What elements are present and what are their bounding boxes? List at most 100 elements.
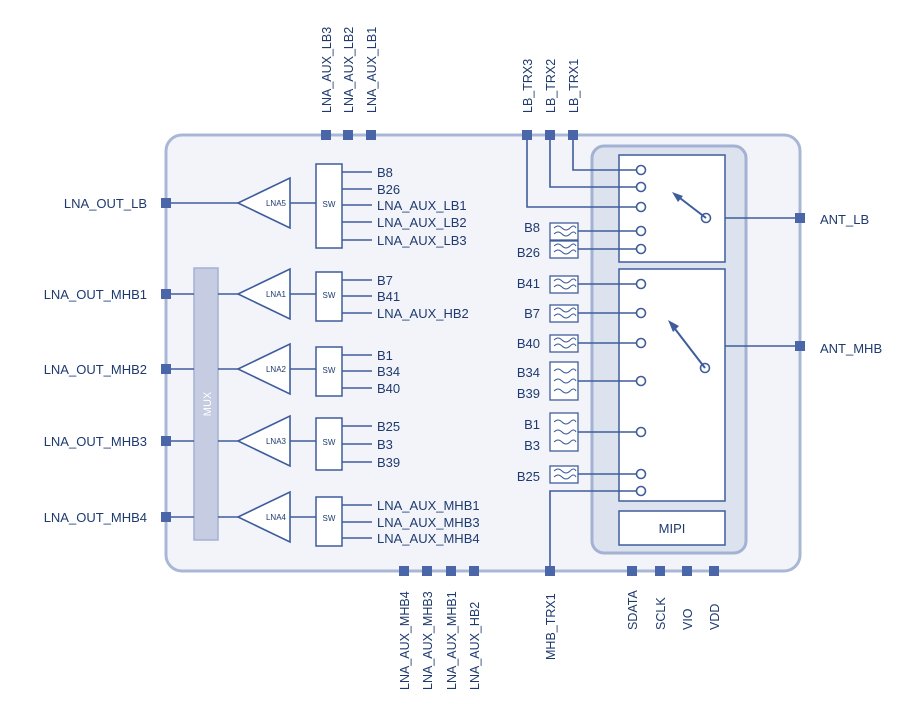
- filter-wave: [553, 368, 577, 374]
- band-label: B1: [377, 348, 393, 363]
- mux-label: MUX: [202, 391, 214, 416]
- filter-wave: [553, 278, 577, 284]
- band-label: LNA_AUX_MHB1: [377, 498, 480, 513]
- lna-label: LNA3: [266, 437, 287, 446]
- bottom-pin: [446, 566, 456, 576]
- top-pin: [321, 130, 331, 140]
- switch-node: [635, 485, 647, 497]
- switch-node: [635, 225, 647, 237]
- top-pin: [366, 130, 376, 140]
- filter-label: B41: [517, 276, 540, 291]
- lna-label: LNA1: [266, 290, 287, 299]
- left-pin: [161, 289, 171, 299]
- switch-node: [635, 181, 647, 193]
- band-label: B40: [377, 381, 400, 396]
- filter-wave: [553, 439, 577, 445]
- left-pin-label: LNA_OUT_MHB1: [44, 287, 147, 302]
- switch-node: [635, 468, 647, 480]
- filter-wave: [553, 307, 577, 313]
- right-pin-label: ANT_MHB: [820, 341, 882, 356]
- filter-wave: [553, 474, 577, 480]
- right-pin-label: ANT_LB: [820, 212, 869, 227]
- band-label: LNA_AUX_LB2: [377, 215, 467, 230]
- left-pin: [161, 198, 171, 208]
- switch-arm-head: [672, 192, 683, 202]
- band-label: B25: [377, 419, 400, 434]
- bottom-pin: [682, 566, 692, 576]
- top-pin-label: LB_TRX3: [521, 59, 535, 113]
- left-pin-label: LNA_OUT_MHB3: [44, 434, 147, 449]
- lna-label: LNA2: [266, 365, 287, 374]
- switch-node: [635, 337, 647, 349]
- bottom-pin-label: VDD: [708, 604, 722, 630]
- bottom-pin-label: LNA_AUX_HB2: [468, 602, 482, 690]
- switch-node: [635, 201, 647, 213]
- band-label: LNA_AUX_LB1: [377, 198, 467, 213]
- filter-label: B25: [517, 469, 540, 484]
- filter-wave: [553, 388, 577, 394]
- top-pin-label: LB_TRX2: [544, 59, 558, 113]
- sw-box: [315, 346, 343, 397]
- filter-label: B26: [517, 245, 540, 260]
- left-pin: [161, 512, 171, 522]
- switch-node: [635, 243, 647, 255]
- bottom-pin: [627, 566, 637, 576]
- filter-label: B40: [517, 336, 540, 351]
- filter-wave: [553, 284, 577, 290]
- left-pin: [161, 436, 171, 446]
- filter-wave: [553, 378, 577, 384]
- switch-node: [635, 375, 647, 387]
- top-pin-label: LNA_AUX_LB2: [342, 27, 356, 113]
- right-pin: [795, 341, 805, 351]
- filter-wave: [553, 419, 577, 425]
- bottom-pin-label: VIO: [681, 608, 695, 630]
- band-label: LNA_AUX_MHB4: [377, 531, 480, 546]
- mipi-box: [618, 510, 726, 546]
- switch-node: [635, 426, 647, 438]
- switch-node: [635, 164, 647, 176]
- filter-label: B1: [524, 417, 540, 432]
- filter-wave: [553, 231, 577, 237]
- filter-label: B7: [524, 306, 540, 321]
- sw-label: SW: [323, 200, 336, 209]
- band-label: B39: [377, 455, 400, 470]
- sw-box: [315, 496, 343, 547]
- sw-label: SW: [323, 514, 336, 523]
- band-label: LNA_AUX_LB3: [377, 233, 467, 248]
- mux-block: [193, 267, 219, 541]
- bottom-pin-label: SDATA: [626, 590, 640, 630]
- bottom-pin: [655, 566, 665, 576]
- filter-wave: [553, 468, 577, 474]
- top-pin-label: LB_TRX1: [567, 59, 581, 113]
- wire-lb-trx1: [572, 140, 637, 171]
- bottom-pin-label: MHB_TRX1: [544, 593, 558, 660]
- wire-lb-trx3: [526, 140, 637, 208]
- switch-node: [635, 307, 647, 319]
- band-label: B41: [377, 289, 400, 304]
- filter-label: B8: [524, 220, 540, 235]
- mhb-switch-box: [618, 268, 726, 502]
- sw-box: [315, 271, 343, 322]
- filter-wave: [553, 243, 577, 249]
- right-pin: [795, 213, 805, 223]
- band-label: B8: [377, 165, 393, 180]
- filter-wave: [553, 313, 577, 319]
- sw-label: SW: [323, 366, 336, 375]
- band-label: B3: [377, 437, 393, 452]
- bottom-pin-label: LNA_AUX_MHB4: [398, 591, 412, 690]
- band-label: B34: [377, 364, 400, 379]
- left-pin-label: LNA_OUT_LB: [64, 196, 147, 211]
- filter-label: B39: [517, 386, 540, 401]
- band-label: B26: [377, 182, 400, 197]
- filter-wave: [553, 429, 577, 435]
- top-pin-label: LNA_AUX_LB3: [320, 27, 334, 113]
- band-label: LNA_AUX_MHB3: [377, 515, 480, 530]
- mipi-label: MIPI: [659, 521, 686, 536]
- switch-arm: [675, 194, 707, 219]
- bottom-pin-label: LNA_AUX_MHB1: [445, 591, 459, 690]
- lb-switch-box: [618, 154, 726, 263]
- top-pin: [545, 130, 555, 140]
- filter-label: B3: [524, 438, 540, 453]
- switch-node: [635, 278, 647, 290]
